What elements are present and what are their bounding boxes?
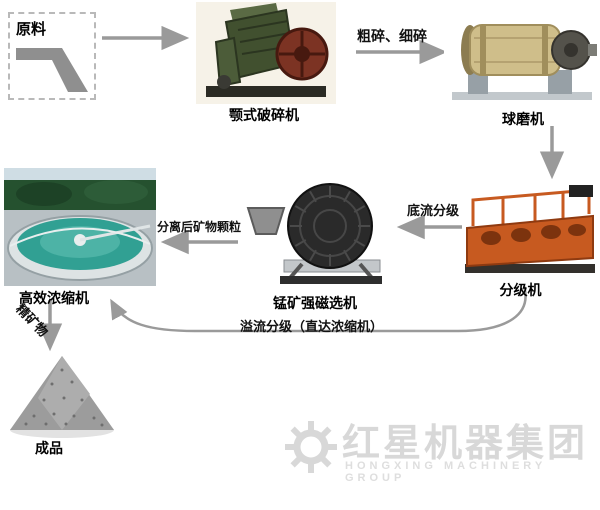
thickener-label: 高效浓缩机 <box>19 290 89 306</box>
watermark: 红星机器集团 HONGXING MACHINERY GROUP <box>284 416 596 488</box>
jaw-crusher-label: 颚式破碎机 <box>229 107 299 123</box>
ball-mill-image <box>444 0 599 106</box>
classifier-label: 分级机 <box>499 282 542 298</box>
classifier-image <box>463 184 598 279</box>
raw-material-label: 原料 <box>16 21 47 38</box>
edge-label-underflow: 底流分级 <box>407 203 460 218</box>
product-image <box>8 350 118 440</box>
magnetic-separator-label: 锰矿强磁选机 <box>273 295 357 311</box>
product-label: 成品 <box>35 440 63 456</box>
watermark-brand-text: 红星机器集团 <box>342 423 589 465</box>
raw-material-box: 原料 <box>8 12 96 100</box>
thickener-image <box>4 168 156 286</box>
jaw-crusher-image <box>196 2 336 104</box>
magnetic-separator-image <box>240 178 392 292</box>
gear-icon <box>284 420 338 474</box>
ball-mill-label: 球磨机 <box>502 111 544 127</box>
edge-label-crush: 粗碎、细碎 <box>357 28 427 44</box>
watermark-subtitle-text: HONGXING MACHINERY GROUP <box>345 460 546 484</box>
edge-label-separated: 分离后矿物颗粒 <box>157 220 242 234</box>
edge-label-overflow: 溢流分级（直达浓缩机） <box>240 319 384 334</box>
raw-material-logo-icon <box>14 42 92 96</box>
